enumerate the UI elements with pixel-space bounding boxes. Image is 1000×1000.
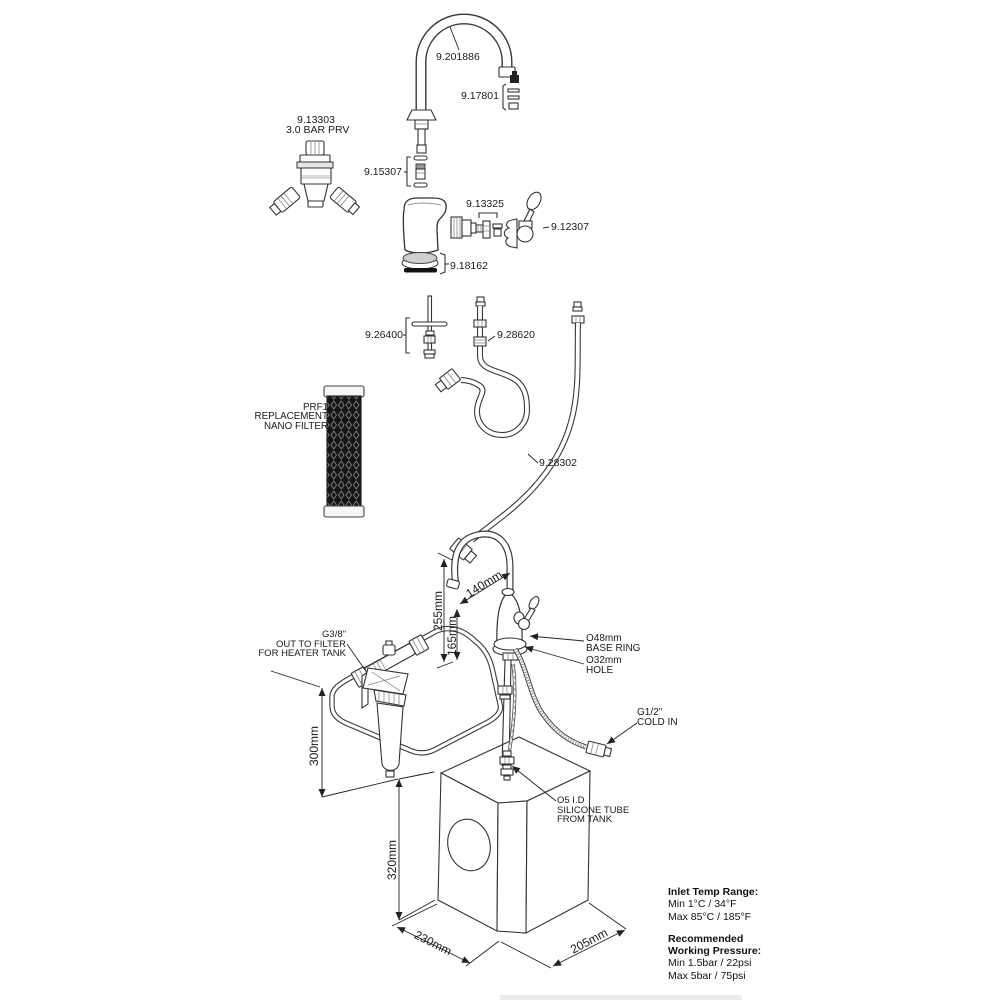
- filter-label: PRF1 REPLACEMENT NANO FILTER: [240, 402, 329, 432]
- note-base-ring-line2: BASE RING: [586, 643, 641, 654]
- pressure-title-line1: Recommended: [668, 932, 744, 945]
- spout-drawing: [406, 13, 516, 154]
- oring-kit-part-number: 9.15307: [364, 166, 402, 178]
- filter-cartridge-drawing: [323, 385, 365, 518]
- cartridge-drawing: [450, 212, 503, 239]
- prv-drawing: [269, 140, 361, 216]
- inlet-temp-min: Min 1°C / 34°F: [668, 898, 737, 911]
- filter-label-line3: NANO FILTER: [263, 420, 328, 432]
- pressure-title-line2: Working Pressure:: [668, 945, 762, 958]
- dimension-outlet-height: 165mm: [445, 615, 459, 657]
- dimension-lines: [270, 552, 627, 969]
- inlet-temp-title: Inlet Temp Range:: [668, 886, 759, 898]
- leader-lines: [346, 633, 638, 802]
- note-base-ring: O48mm BASE RING: [586, 634, 640, 654]
- long-hose-part-number: 9.28302: [539, 457, 577, 469]
- prv-description: 3.0 BAR PRV: [286, 124, 350, 136]
- fixing-kit-part-number: 9.26400: [365, 329, 403, 341]
- handle-part-number: 9.12307: [551, 221, 589, 233]
- note-out-to-filter: G3/8" OUT TO FILTER FOR HEATER TANK: [230, 630, 346, 659]
- spout-part-number: 9.201886: [436, 51, 480, 63]
- pipe-loop-drawing: [329, 625, 504, 756]
- fixing-kit-drawing: [403, 295, 448, 359]
- note-out-to-filter-line2: OUT TO FILTER: [275, 638, 346, 650]
- note-silicone-tube: O5 I.D SILICONE TUBE FROM TANK: [557, 796, 629, 825]
- base-seal-part-number: 9.18162: [450, 260, 488, 272]
- coiled-hose-drawing: [434, 296, 531, 439]
- note-hole-line1: O32mm: [586, 655, 622, 666]
- base-seal-drawing: [401, 252, 449, 275]
- filter-label-line1: PRF1: [302, 402, 328, 413]
- tank-drawing: [437, 736, 592, 934]
- note-silicone-tube-line3: FROM TANK: [557, 814, 613, 825]
- handle-drawing: [503, 191, 550, 249]
- note-base-ring-line1: O48mm: [586, 633, 622, 644]
- aerator-drawing: [502, 71, 520, 111]
- bottom-cropped-strip: [500, 995, 742, 1000]
- coiled-hose-part-number: 9.28620: [497, 329, 535, 341]
- filter-housing-drawing: [350, 634, 430, 778]
- note-hole-line2: HOLE: [586, 665, 614, 676]
- note-hole: O32mm HOLE: [586, 656, 622, 676]
- dimension-filter-clearance: 300mm: [307, 725, 321, 767]
- note-cold-in-line1: G1/2": [637, 707, 663, 718]
- dimension-tank-height: 320mm: [385, 839, 399, 881]
- tap-body-drawing: [402, 197, 447, 254]
- inlet-temp-max: Max 85°C / 185°F: [668, 910, 752, 923]
- dimension-spout-height: 255mm: [431, 590, 445, 632]
- prv-part-number: 9.13303: [297, 114, 335, 126]
- note-cold-in-line2: COLD IN: [637, 717, 678, 728]
- note-cold-in: G1/2" COLD IN: [637, 708, 678, 728]
- note-out-to-filter-line1: G3/8": [322, 629, 346, 640]
- oring-kit-drawing: [404, 155, 428, 188]
- pressure-max: Max 5bar / 75psi: [668, 969, 746, 982]
- note-out-to-filter-line3: FOR HEATER TANK: [258, 648, 346, 659]
- cartridge-part-number: 9.13325: [466, 198, 504, 210]
- spec-notes: Inlet Temp Range: Min 1°C / 34°F Max 85°…: [668, 886, 761, 982]
- aerator-part-number: 9.17801: [461, 90, 499, 102]
- pressure-min: Min 1.5bar / 22psi: [668, 957, 752, 970]
- filter-label-line2: REPLACEMENT: [254, 411, 329, 423]
- note-silicone-tube-line2: SILICONE TUBE: [557, 804, 630, 816]
- note-silicone-tube-line1: O5 I.D: [557, 795, 585, 806]
